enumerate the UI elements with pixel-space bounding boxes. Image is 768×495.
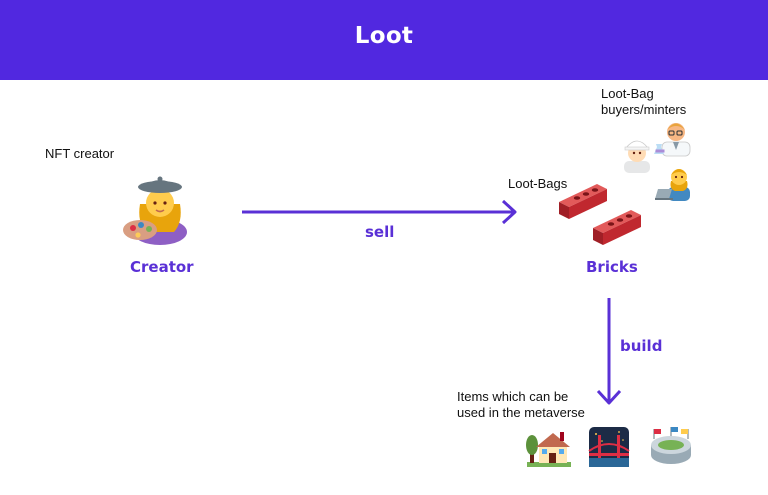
build-label: build — [620, 337, 663, 355]
creator-note: NFT creator — [45, 146, 115, 161]
sell-label: sell — [365, 223, 395, 241]
construction-worker-icon — [624, 140, 650, 173]
buyers-note-line2: buyers/minters — [601, 102, 687, 117]
scientist-icon — [654, 123, 691, 157]
buyers-note-line1: Loot-Bag — [601, 86, 654, 101]
bricks-note: Loot-Bags — [508, 176, 568, 191]
stadium-icon — [651, 427, 691, 464]
items-note-line1: Items which can be — [457, 389, 569, 404]
page-title: Loot — [354, 23, 414, 49]
bricks-icon — [559, 184, 641, 245]
bridge-at-night-icon — [588, 427, 630, 467]
technologist-icon — [655, 169, 690, 201]
bricks-label: Bricks — [586, 258, 638, 276]
buyers-note: Loot-Bag buyers/minters — [601, 86, 686, 118]
items-note: Items which can be used in the metaverse — [457, 389, 585, 421]
header-bar: Loot — [0, 0, 768, 80]
items-note-line2: used in the metaverse — [457, 405, 585, 420]
house-with-garden-icon — [526, 432, 571, 467]
creator-label: Creator — [130, 258, 194, 276]
artist-icon — [123, 176, 187, 245]
